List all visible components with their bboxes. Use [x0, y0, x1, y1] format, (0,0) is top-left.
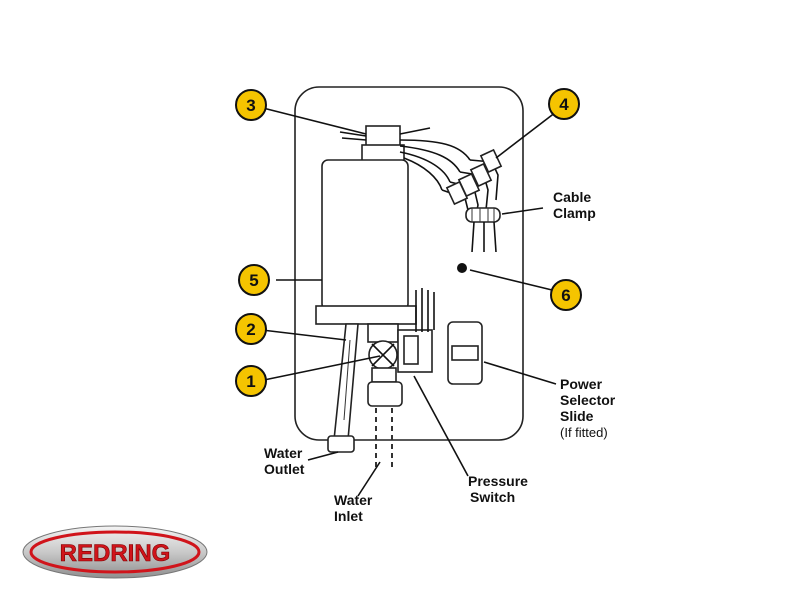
callout-3: 3: [235, 89, 267, 121]
pressure-switch: [397, 288, 435, 373]
heater-can: [321, 159, 409, 311]
leader-lines: [261, 107, 557, 497]
callout-5: 5: [238, 264, 270, 296]
label-water-outlet-line-2: Outlet: [264, 461, 305, 477]
mounting-point: [457, 263, 467, 273]
label-power-selector-line-1: Power: [560, 376, 603, 392]
callout-4-number: 4: [559, 95, 569, 114]
label-cable-clamp-line-1: Cable: [553, 189, 591, 205]
label-pressure-switch-line-1: Pressure: [468, 473, 528, 489]
label-water-inlet: Water Inlet: [334, 492, 373, 524]
callout-2: 2: [235, 313, 267, 345]
callout-4: 4: [548, 88, 580, 120]
callout-6: 6: [550, 279, 582, 311]
label-cable-clamp: Cable Clamp: [553, 189, 596, 221]
label-cable-clamp-line-2: Clamp: [553, 205, 596, 221]
power-selector-slide: [447, 321, 483, 385]
callout-1: 1: [235, 365, 267, 397]
label-pressure-switch: Pressure Switch: [468, 473, 528, 505]
label-water-inlet-line-2: Inlet: [334, 508, 363, 524]
callout-5-number: 5: [249, 271, 258, 290]
cable-terminals: [445, 148, 503, 206]
label-water-inlet-line-1: Water: [334, 492, 373, 508]
redring-logo-text: REDRING: [60, 540, 171, 567]
label-power-selector-line-3: Slide: [560, 408, 594, 424]
label-power-selector: Power Selector Slide (If fitted): [560, 376, 616, 440]
heater-base-bracket: [315, 305, 417, 325]
label-power-selector-note: (If fitted): [560, 425, 608, 440]
callout-1-number: 1: [246, 372, 255, 391]
inlet-valve: [367, 323, 403, 407]
label-power-selector-line-2: Selector: [560, 392, 616, 408]
label-water-outlet: Water Outlet: [264, 445, 305, 477]
callout-2-number: 2: [246, 320, 255, 339]
water-inlet-pipe: [375, 408, 393, 470]
label-water-outlet-line-1: Water: [264, 445, 303, 461]
heater-top-fitting: [339, 125, 431, 166]
callout-3-number: 3: [246, 96, 255, 115]
cable-clamp: [465, 207, 501, 253]
callout-6-number: 6: [561, 286, 570, 305]
water-outlet-pipe: [327, 323, 359, 453]
redring-logo: REDRING: [22, 525, 208, 579]
label-pressure-switch-line-2: Switch: [470, 489, 515, 505]
